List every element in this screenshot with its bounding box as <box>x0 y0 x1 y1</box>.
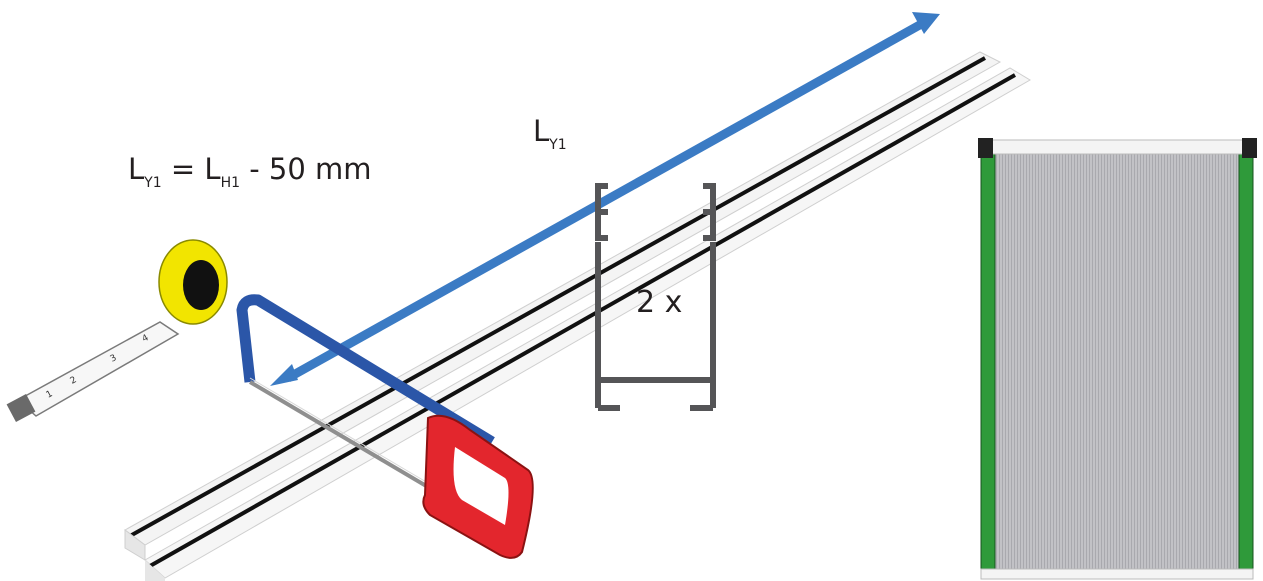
tape-mark-2: 2 <box>69 375 79 387</box>
arrow-length-label: LY1 <box>533 114 567 153</box>
quantity-label: 2 x <box>636 285 683 320</box>
bottom-rail <box>980 568 1254 580</box>
rail-back <box>124 51 1002 561</box>
formula-rhs: L <box>204 152 221 186</box>
top-left-corner <box>978 138 993 158</box>
formula-rhs-sub: H1 <box>220 175 240 191</box>
length-arrow <box>270 12 940 386</box>
formula-tail: - 50 mm <box>249 152 372 186</box>
profile-cross-section <box>595 183 716 411</box>
arrowhead-right <box>912 12 940 34</box>
formula-equals: = <box>170 152 196 186</box>
tape-mark-1: 1 <box>45 389 55 401</box>
rail-profiles <box>124 51 1031 581</box>
formula-lhs-sub: Y1 <box>144 175 162 191</box>
right-side-profile <box>1238 153 1254 575</box>
left-side-profile <box>980 153 996 575</box>
rail-front <box>144 67 1031 581</box>
arrow-label-sub: Y1 <box>549 137 567 153</box>
arrowhead-left <box>270 364 298 386</box>
formula-lhs: L <box>128 152 145 186</box>
arrow-label-main: L <box>533 114 550 148</box>
mesh <box>984 150 1248 574</box>
tape-mark-3: 3 <box>109 353 119 365</box>
tape-measure-icon: 1 2 3 4 <box>6 239 228 422</box>
length-formula: LY1 = LH1 - 50 mm <box>128 152 372 191</box>
tape-mark-4: 4 <box>141 333 151 345</box>
screen-panel <box>978 138 1257 580</box>
top-right-corner <box>1242 138 1257 158</box>
top-rail <box>980 139 1254 155</box>
hacksaw-icon <box>236 294 534 559</box>
